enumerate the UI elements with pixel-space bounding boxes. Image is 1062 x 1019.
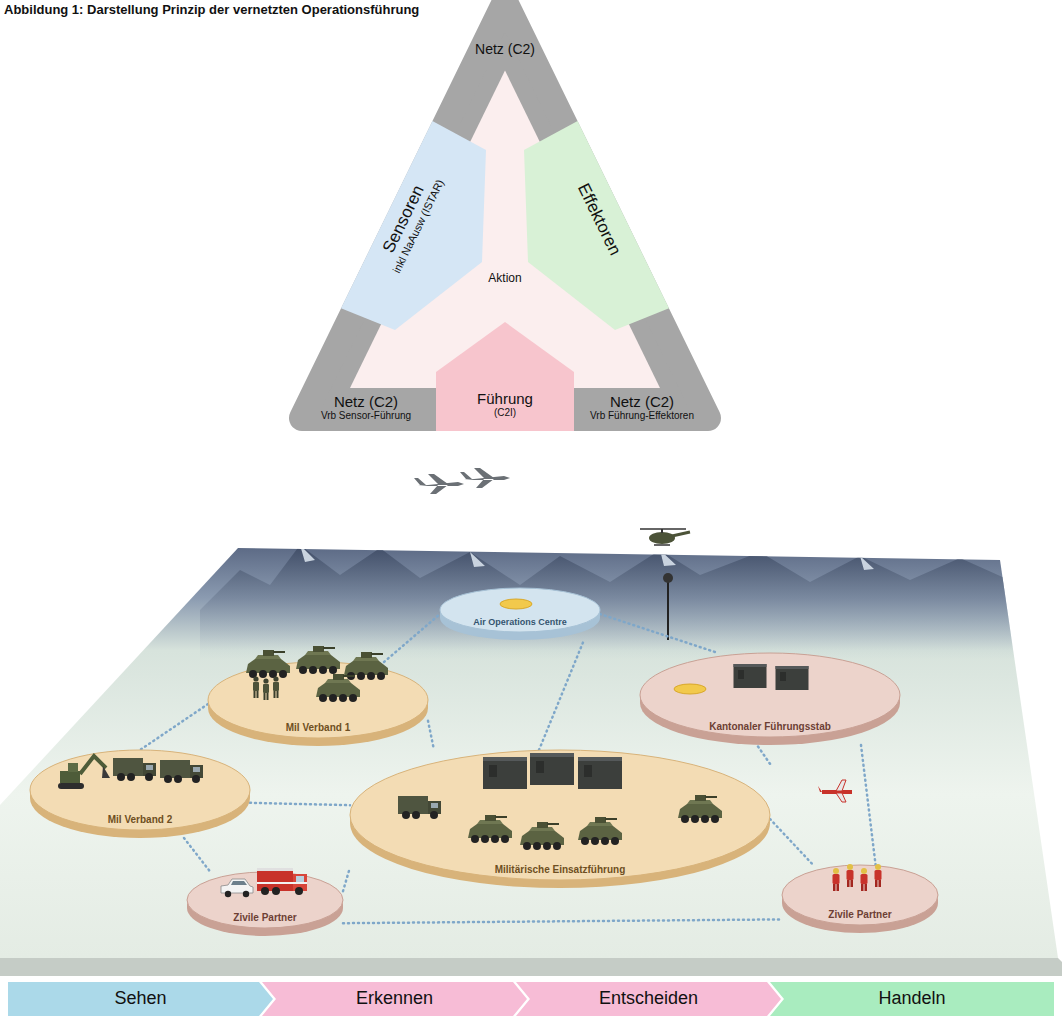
node-label: Zivile Partner	[828, 909, 891, 921]
node-label: Militärische Einsatzführung	[495, 864, 626, 876]
process-chevron: Entscheiden	[516, 982, 781, 1016]
node-label: Erkennen	[356, 989, 433, 1009]
disc-top	[440, 588, 600, 632]
process-chevron: Sehen	[8, 982, 273, 1016]
mountain-range	[200, 545, 1020, 660]
process-chevron: Erkennen	[262, 982, 527, 1016]
effector-segment: Effektoren	[570, 178, 626, 261]
network-link	[428, 721, 434, 750]
sensor-area	[341, 121, 486, 330]
disc-equipment	[246, 646, 388, 702]
node-label: Aktion	[486, 272, 524, 286]
node-label: Mil Verband 1	[286, 722, 350, 734]
network-corner: Netz (C2)Vrb Sensor-Führung	[319, 393, 414, 424]
jet-icon	[460, 468, 510, 488]
node-sublabel: Vrb Sensor-Führung	[319, 410, 414, 422]
drone-icon	[818, 780, 852, 802]
mountain-range	[200, 545, 1020, 660]
node-sublabel: (C2I)	[475, 407, 535, 419]
platform-disc-shape	[208, 662, 428, 746]
disc-top	[350, 750, 770, 880]
network-link	[757, 745, 770, 764]
triangle-graphic	[302, 2, 708, 431]
process-chevron: Handeln	[770, 982, 1054, 1016]
disc-top	[640, 653, 900, 737]
platform-disc-shape	[782, 865, 938, 933]
terrain-plane	[0, 958, 1062, 976]
network-link	[600, 614, 718, 653]
command-segment: Führung(C2I)	[475, 390, 535, 421]
command-area	[436, 322, 574, 431]
platform-disc: Zivile Partner	[187, 872, 343, 936]
network-corner: Netz (C2)	[473, 41, 537, 60]
node-label: Führung	[475, 390, 535, 407]
node-label: Air Operations Centre	[473, 616, 567, 628]
network-link	[250, 803, 350, 805]
platform-disc: Air Operations Centre	[440, 588, 600, 640]
network-corner: Netz (C2)Vrb Führung-Effektoren	[588, 393, 696, 424]
jet-icon	[414, 474, 464, 494]
sensor-segment: Sensoreninkl NaAusw (ISTAR)	[371, 166, 449, 278]
network-link	[770, 819, 813, 865]
platform-disc: Mil Verband 2	[30, 750, 250, 838]
disc-equipment	[58, 756, 203, 789]
platform-disc-shape	[440, 588, 600, 640]
node-label: Zivile Partner	[233, 912, 296, 924]
disc-equipment	[398, 753, 722, 850]
terrain-plane	[0, 545, 1062, 976]
drone-icon	[818, 786, 822, 792]
node-label: Mil Verband 2	[108, 814, 172, 826]
helicopter-icon	[654, 544, 670, 546]
disc-equipment	[833, 864, 882, 891]
platform-disc: Mil Verband 1	[208, 662, 428, 746]
node-label: Kantonaler Führungsstab	[709, 721, 831, 733]
chevron-fill	[8, 982, 273, 1016]
disc-equipment	[500, 599, 532, 609]
antenna-mast	[667, 582, 669, 640]
effector-area	[524, 121, 669, 330]
jet-icon	[460, 468, 510, 488]
node-label: Netz (C2)	[588, 393, 696, 410]
network-link	[343, 867, 350, 891]
network-link	[140, 704, 208, 750]
network-link	[184, 838, 210, 872]
disc-equipment	[674, 664, 809, 694]
disc-top	[208, 662, 428, 738]
helicopter-icon	[672, 532, 690, 536]
helicopter-icon	[640, 529, 690, 545]
jet-icon	[414, 474, 464, 494]
disc-top	[782, 865, 938, 925]
network-link	[343, 919, 782, 923]
network-link	[384, 614, 440, 662]
chevron-fill	[770, 982, 1054, 1016]
action-center: Aktion	[486, 272, 524, 288]
figure-title: Abbildung 1: Darstellung Prinzip der ver…	[4, 2, 419, 17]
chevron-fill	[516, 982, 781, 1016]
antenna-mast	[663, 573, 673, 640]
chevron-fill	[262, 982, 527, 1016]
platform-disc: Militärische Einsatzführung	[350, 750, 770, 888]
node-sublabel: Vrb Führung-Effektoren	[588, 410, 696, 422]
platform-disc: Zivile Partner	[782, 865, 938, 933]
platform-disc-shape	[187, 872, 343, 936]
node-label: Entscheiden	[599, 989, 698, 1009]
platform-disc: Kantonaler Führungsstab	[640, 653, 900, 745]
helicopter-icon	[649, 532, 675, 544]
antenna-mast	[663, 573, 673, 583]
node-label: Netz (C2)	[319, 393, 414, 410]
network-link	[861, 745, 876, 865]
disc-top	[30, 750, 250, 830]
node-label: Netz (C2)	[473, 41, 537, 57]
node-label: Sehen	[114, 989, 166, 1009]
network-link	[539, 640, 584, 750]
drone-icon	[836, 780, 846, 802]
helicopter-icon	[661, 529, 663, 533]
disc-equipment	[221, 868, 307, 897]
mountain-range	[300, 545, 874, 570]
node-label: Handeln	[878, 989, 945, 1009]
node-label: Effektoren	[572, 178, 626, 260]
